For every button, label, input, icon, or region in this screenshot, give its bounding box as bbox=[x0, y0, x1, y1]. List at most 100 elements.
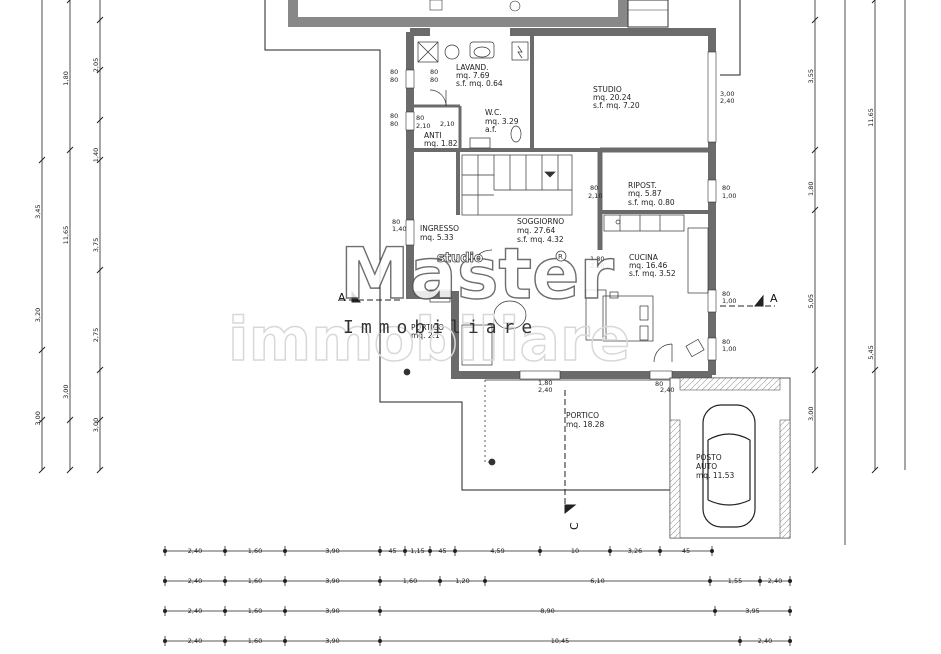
room-extra: mq. 11.53 bbox=[696, 471, 735, 480]
dimension-label: 1,40 bbox=[92, 148, 100, 162]
stairs bbox=[461, 154, 573, 216]
room-name: STUDIO bbox=[593, 85, 622, 94]
window-label: 1,80 bbox=[538, 379, 552, 387]
dimension-tick bbox=[96, 66, 104, 74]
dimension-label: 1,80 bbox=[62, 71, 70, 85]
dimension-node bbox=[223, 609, 227, 613]
room-name: INGRESSO bbox=[420, 224, 459, 233]
dimension-node bbox=[608, 549, 612, 553]
dimension-node bbox=[283, 609, 287, 613]
room-area: mq. 20.24 bbox=[593, 93, 632, 102]
window-label: 80 bbox=[390, 112, 398, 120]
window-label: 2,10 bbox=[440, 120, 454, 128]
dimension-tick bbox=[871, 366, 879, 374]
dimension-tick bbox=[66, 0, 71, 4]
room-area: mq. 7.69 bbox=[456, 71, 490, 80]
dimension-node bbox=[658, 549, 662, 553]
window-label: 80 bbox=[722, 184, 730, 192]
dimension-label: 3,75 bbox=[92, 238, 100, 252]
dimension-tick bbox=[811, 366, 819, 374]
dimension-label: 3,90 bbox=[325, 577, 339, 585]
dimension-node bbox=[283, 549, 287, 553]
room-name: PORTICO bbox=[566, 411, 599, 420]
room-area: mq. 18.28 bbox=[566, 420, 605, 429]
room-name: W.C. bbox=[485, 108, 502, 117]
dimension-label: 2,40 bbox=[758, 637, 772, 645]
dimension-label: 3,90 bbox=[325, 637, 339, 645]
dimension-tick bbox=[871, 0, 876, 4]
window-label: 80 bbox=[722, 338, 730, 346]
window-label: 1,40 bbox=[392, 225, 406, 233]
dimension-label: 1,60 bbox=[403, 577, 417, 585]
window-label: 1,00 bbox=[722, 297, 736, 305]
dimension-label: 3,26 bbox=[628, 547, 642, 555]
dimension-node bbox=[283, 579, 287, 583]
section-a-right: A bbox=[770, 292, 778, 305]
dimension-node bbox=[403, 549, 407, 553]
room-extra: s.f. mq. 0.80 bbox=[628, 198, 675, 207]
watermark: immobiliare Master studio R Immobiliare bbox=[227, 232, 631, 375]
dimension-label: 10,45 bbox=[551, 637, 570, 645]
portico-outline bbox=[484, 379, 670, 466]
registered-mark: R bbox=[558, 253, 563, 261]
window-label: 3,00 bbox=[720, 90, 734, 98]
window-label: 1,00 bbox=[722, 192, 736, 200]
section-a-left: A bbox=[338, 291, 346, 304]
dimension-label: 1,55 bbox=[728, 577, 742, 585]
lot-boundary bbox=[264, 0, 741, 491]
dimension-tick bbox=[66, 146, 74, 154]
dimension-label: 3,00 bbox=[92, 418, 100, 432]
room-name: POSTO bbox=[696, 453, 722, 462]
dimension-tick bbox=[96, 416, 104, 424]
dimension-label: 2,40 bbox=[188, 547, 202, 555]
watermark-background-text: immobiliare bbox=[228, 305, 630, 375]
dimension-node bbox=[788, 579, 792, 583]
left-dimensions: 3,453,203,001,8011,653,002,051,403,752,7… bbox=[34, 0, 104, 474]
dimension-label: 1,60 bbox=[248, 607, 262, 615]
dimension-tick bbox=[66, 416, 74, 424]
dimension-tick bbox=[811, 466, 819, 474]
window-label: 80 bbox=[390, 76, 398, 84]
room-name: PORTICO bbox=[411, 323, 444, 332]
window-label: 80 bbox=[655, 380, 663, 388]
window-label: 80 bbox=[390, 120, 398, 128]
dimension-label: 2,40 bbox=[188, 637, 202, 645]
window-label: 80 bbox=[430, 76, 438, 84]
dimension-node bbox=[378, 549, 382, 553]
room-area: mq. 3.29 bbox=[485, 117, 519, 126]
room-extra: s.f. mq. 3.52 bbox=[629, 269, 676, 278]
watermark-sub: Immobiliare bbox=[343, 317, 539, 338]
dimension-label: 5,45 bbox=[867, 345, 875, 359]
dimension-label: 2,05 bbox=[92, 58, 100, 72]
window-label: 80 bbox=[416, 114, 424, 122]
dimension-label: 5,05 bbox=[807, 294, 815, 308]
dimension-label: 45 bbox=[438, 547, 446, 555]
dimension-label: 11,65 bbox=[62, 226, 70, 245]
kitchen-fixtures bbox=[585, 214, 709, 363]
room-area: mq. 16.46 bbox=[629, 261, 668, 270]
dimension-tick bbox=[811, 146, 819, 154]
dimension-node bbox=[438, 579, 442, 583]
room-name: SOGGIORNO bbox=[517, 217, 564, 226]
window-label: 2,40 bbox=[660, 386, 674, 394]
dimension-node bbox=[378, 609, 382, 613]
dimension-label: 3,90 bbox=[325, 547, 339, 555]
dimension-node bbox=[538, 549, 542, 553]
dimension-node bbox=[223, 639, 227, 643]
section-c: C bbox=[568, 522, 581, 530]
dimension-label: 3,00 bbox=[62, 384, 70, 398]
dimension-label: 2,75 bbox=[92, 328, 100, 342]
room-area: AUTO bbox=[696, 462, 717, 471]
windows bbox=[405, 28, 717, 380]
living-fixtures bbox=[403, 249, 527, 376]
window-label: 80 bbox=[722, 290, 730, 298]
watermark-studio: studio bbox=[437, 251, 483, 266]
dimension-label: 1,20 bbox=[455, 577, 469, 585]
room-extra: s.f. mq. 4.32 bbox=[517, 235, 564, 244]
dimension-label: 1,60 bbox=[248, 547, 262, 555]
dimension-node bbox=[283, 639, 287, 643]
dimension-label: 1,60 bbox=[248, 577, 262, 585]
car-icon bbox=[702, 404, 756, 528]
left-dimension-lines bbox=[41, 0, 101, 470]
